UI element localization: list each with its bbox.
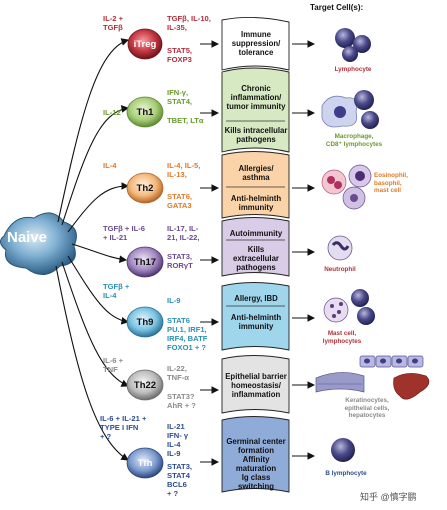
- th22-tfs: STAT3? AhR + ?: [167, 392, 196, 410]
- th2-tfs: STAT6, GATA3: [167, 192, 193, 210]
- itreg-cell: [127, 28, 163, 60]
- tfh-function: Germinal center formation Affinity matur…: [226, 437, 286, 491]
- itreg-function: Immune suppression/ tolerance: [231, 30, 281, 57]
- th1-tfs: TBET, LTα: [167, 116, 204, 125]
- th17-function-2: Kills extracellular pathogens: [233, 245, 279, 272]
- granulocyte-icon: [321, 164, 372, 210]
- th1-target: Macrophage, CD8⁺ lymphocytes: [325, 133, 383, 148]
- itreg-label: iTreg: [133, 39, 157, 50]
- th1-cytokines: IFN-γ, STAT4,: [167, 88, 193, 106]
- epithelial-cells-icon: [315, 355, 430, 400]
- th2-cell: [126, 172, 164, 204]
- th22-cell: [126, 369, 164, 401]
- th9-function-1: Allergy, IBD: [234, 294, 278, 303]
- b-lymphocyte-icon: [331, 438, 355, 462]
- naive-label: Naive: [7, 229, 48, 246]
- th2-function-box: [221, 151, 290, 219]
- th22-label: Th22: [133, 380, 157, 391]
- th22-inducers: IL-6 + TNF: [103, 356, 124, 374]
- th22-function: Epithelial barrier homeostasis/ inflamma…: [225, 372, 287, 399]
- th9-cell: [126, 306, 164, 338]
- tfh-cytokines: IL-21 IFN- γ IL-4 IL-9: [167, 422, 189, 458]
- th2-target: Eosinophil, basophil, mast cell: [374, 172, 408, 194]
- itreg-target: Lymphocyte: [334, 66, 372, 73]
- th9-function-2: Anti-helminth immunity: [230, 313, 282, 331]
- function-boxes: [221, 16, 290, 493]
- tfh-function-box: [221, 416, 290, 493]
- th17-tfs: STAT3, RORγT: [167, 252, 193, 270]
- target-cells-header: Target Cell(s):: [310, 3, 364, 12]
- subset-cells: [126, 28, 164, 479]
- target-arrows: [292, 40, 316, 460]
- tfh-label: Tfh: [137, 458, 153, 469]
- th1-function-1: Chronic inflammation/ tumor immunity: [226, 84, 286, 111]
- th17-inducers: TGFβ + IL-6 + IL-21: [103, 224, 145, 242]
- th1-function-2: Kills intracellular pathogens: [224, 126, 288, 144]
- differentiation-arrows: [55, 38, 130, 461]
- tfh-inducers: IL-6 + IL-21 + TYPE I IFN + ?: [100, 414, 147, 441]
- th9-inducers: TGFβ + IL-4: [103, 282, 130, 300]
- th9-function-box: [221, 282, 290, 351]
- th2-function-2: Anti-helminth immunity: [230, 194, 282, 212]
- th9-target: Mast cell, lymphocytes: [322, 330, 362, 345]
- th22-function-box: [221, 355, 290, 414]
- th17-label: Th17: [133, 257, 157, 268]
- th22-cytokines: IL-22, TNF-α: [167, 364, 189, 382]
- th2-inducers: IL-4: [103, 161, 117, 170]
- th1-label: Th1: [136, 107, 154, 118]
- lymphocyte-icon: [335, 28, 371, 62]
- tfh-target: B lymphocyte: [325, 470, 367, 477]
- itreg-inducers: IL-2 + TGFβ: [103, 14, 124, 32]
- th1-function-box: [221, 67, 290, 153]
- th2-function-1: Allergies/ asthma: [238, 164, 274, 182]
- itreg-function-box: [221, 16, 290, 71]
- tfh-cell: [126, 447, 164, 479]
- macrophage-icon: [321, 90, 379, 129]
- naive-cell: [0, 212, 77, 275]
- th17-target: Neutrophil: [324, 266, 356, 273]
- target-cell-icons: [315, 28, 430, 462]
- tfh-tfs: STAT3, STAT4 BCL6 + ?: [167, 462, 193, 498]
- mast-cell-icon: [323, 289, 375, 325]
- th9-label: Th9: [136, 317, 154, 328]
- function-arrows: [200, 40, 220, 466]
- th17-cytokines: IL-17, IL- 21, IL-22,: [167, 224, 200, 242]
- neutrophil-icon: [327, 235, 353, 261]
- th17-cell: [126, 246, 164, 278]
- th17-function-box: [221, 217, 290, 277]
- itreg-cytokines: TGFβ, IL-10, IL-35,: [167, 14, 211, 32]
- watermark: 知乎 @慎字鹏: [360, 492, 417, 502]
- th2-label: Th2: [136, 183, 154, 194]
- itreg-tfs: STAT5, FOXP3: [167, 46, 193, 64]
- th22-target: Keratinocytes, epithelial cells, hepatoc…: [344, 397, 390, 419]
- th17-function-1: Autoimmunity: [229, 229, 283, 238]
- th9-tfs: STAT6 PU.1, IRF1, IRF4, BATF FOXO1 + ?: [167, 316, 208, 352]
- th1-inducers: IL-12: [103, 108, 121, 117]
- th2-cytokines: IL-4, IL-5, IL-13,: [167, 161, 201, 179]
- th9-cytokines: IL-9: [167, 296, 181, 305]
- th1-cell: [126, 96, 164, 128]
